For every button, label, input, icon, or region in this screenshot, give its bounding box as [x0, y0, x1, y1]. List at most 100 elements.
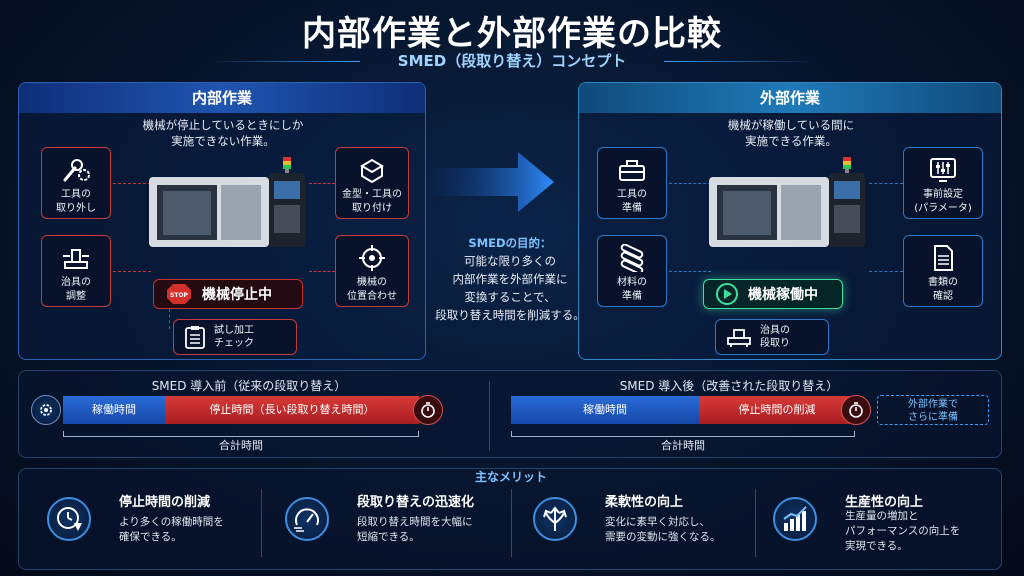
machine-running-label: 機械稼働中 [748, 287, 818, 303]
merit-2-circle [285, 497, 329, 541]
after-total-bracket [511, 431, 855, 437]
stopwatch-icon [421, 402, 435, 418]
check-docs-line1: 書類の [928, 277, 958, 288]
merit-divider [511, 489, 512, 557]
cnc-machine-image [709, 157, 865, 247]
internal-heading: 内部作業 [19, 83, 425, 113]
stopwatch-icon [849, 402, 863, 418]
connector [169, 309, 170, 329]
adjust-jig-line2: 調整 [66, 291, 86, 302]
toolbox-icon [619, 160, 645, 181]
speedometer-icon [294, 508, 319, 532]
wrench-gear-icon [63, 159, 90, 182]
connector [113, 271, 151, 272]
internal-desc-line1: 機械が停止しているときにしか [142, 118, 304, 132]
connector [869, 183, 903, 184]
merit-1-circle [47, 497, 91, 541]
connector [113, 183, 151, 184]
merit-4-desc-line2: パフォーマンスの向上を [845, 525, 961, 537]
adjust-jig-box: 治具の 調整 [41, 235, 111, 307]
machine-stopped-status: STOP 機械停止中 [153, 279, 303, 309]
merit-1-desc-line1: より多くの稼働時間を [119, 516, 224, 528]
prepare-material-line2: 準備 [622, 291, 642, 302]
connector [869, 271, 903, 272]
internal-desc-line2: 実施できない作業。 [171, 134, 275, 148]
play-icon [716, 283, 738, 305]
merit-2-desc-line1: 段取り替え時間を大幅に [357, 516, 473, 528]
subtitle-divider-left [210, 61, 360, 62]
machine-stopped-label: 機械停止中 [202, 287, 272, 303]
adjust-jig-line1: 治具の [61, 277, 91, 288]
external-prep-box: 外部作業で さらに準備 [877, 395, 989, 425]
after-label: SMED 導入後（改善された段取り替え） [619, 379, 839, 393]
prepare-material-box: 材料の 準備 [597, 235, 667, 307]
before-label: SMED 導入前（従来の段取り替え） [151, 379, 347, 393]
jig-icon [63, 249, 89, 269]
before-stopwatch-circle [413, 395, 443, 425]
prepare-tool-line1: 工具の [617, 189, 647, 200]
jig-setup-line2: 段取り [760, 338, 790, 349]
prepare-tool-line2: 準備 [622, 203, 642, 214]
merit-4-desc: 生産量の増加と パフォーマンスの向上を 実現できる。 [845, 509, 960, 554]
preset-params-box: 事前設定 (パラメータ) [903, 147, 983, 219]
merit-1-desc-line2: 確保できる。 [119, 531, 182, 543]
target-icon [359, 245, 385, 271]
merit-divider [261, 489, 262, 557]
external-desc-line2: 実施できる作業。 [745, 134, 837, 148]
stop-sign-icon: STOP [167, 284, 191, 304]
machine-running-status: 機械稼働中 [703, 279, 843, 309]
merit-2-desc: 段取り替え時間を大幅に 短縮できる。 [357, 515, 473, 545]
convert-arrow-icon [432, 152, 554, 212]
jig-setup-line1: 治具の [760, 325, 790, 336]
clipboard-icon [185, 326, 205, 349]
check-docs-line2: 確認 [933, 291, 953, 302]
align-machine-box: 機械の 位置合わせ [335, 235, 409, 307]
install-die-box: 金型・工具の 取り付け [335, 147, 409, 219]
preset-params-line2: (パラメータ) [914, 203, 972, 214]
merit-divider [755, 489, 756, 557]
after-stopwatch-circle [841, 395, 871, 425]
merit-3-circle [533, 497, 577, 541]
page-title: 内部作業と外部作業の比較 [302, 14, 722, 54]
merit-4-desc-line3: 実現できる。 [845, 540, 908, 552]
cnc-machine-image [149, 157, 305, 247]
merit-3-desc-line1: 変化に素早く対応し、 [605, 516, 710, 528]
die-tool-icon [360, 158, 384, 184]
merits-section: 主なメリット 停止時間の削減 より多くの稼働時間を 確保できる。 段取り替えの迅… [18, 468, 1002, 570]
merits-heading: 主なメリット [474, 470, 547, 484]
before-total-label: 合計時間 [219, 439, 263, 452]
merit-4-desc-line1: 生産量の増加と [845, 510, 919, 522]
internal-work-panel: 内部作業 機械が停止しているときにしか 実施できない作業。 工具の 取り外し 治… [18, 82, 426, 360]
merit-3-title: 柔軟性の向上 [605, 495, 684, 510]
prepare-tool-box: 工具の 準備 [597, 147, 667, 219]
merit-4-title: 生産性の向上 [845, 495, 924, 510]
remove-tool-line2: 取り外し [56, 203, 96, 214]
settings-monitor-icon [930, 158, 956, 182]
purpose-line1: 可能な限り多くの [464, 254, 556, 268]
before-total-bracket [63, 431, 419, 437]
connector [669, 271, 711, 272]
external-prep-line2: さらに準備 [908, 412, 958, 423]
purpose-heading: SMEDの目的： [468, 236, 552, 250]
before-gear-circle [31, 395, 61, 425]
subtitle-divider-right [664, 61, 814, 62]
after-run-bar: 稼働時間 [511, 396, 699, 424]
purpose-line4: 段取り替え時間を削減する。 [435, 308, 585, 322]
check-docs-box: 書類の 確認 [903, 235, 983, 307]
external-prep-line1: 外部作業で [908, 399, 958, 410]
merit-3-desc: 変化に素早く対応し、 需要の変動に強くなる。 [605, 515, 721, 545]
document-icon [934, 245, 953, 271]
merit-1-title: 停止時間の削減 [119, 495, 211, 510]
smed-purpose: SMEDの目的： 可能な限り多くの 内部作業を外部作業に 変換することで、 段取… [424, 234, 596, 324]
timeline-section: SMED 導入前（従来の段取り替え） 稼働時間 停止時間（長い段取り替え時間） … [18, 370, 1002, 458]
trial-check-line1: 試し加工 [214, 325, 254, 336]
remove-tool-box: 工具の 取り外し [41, 147, 111, 219]
timeline-divider [489, 381, 490, 451]
connector [309, 183, 335, 184]
after-stop-bar: 停止時間の削減 [699, 396, 855, 424]
merit-3-desc-line2: 需要の変動に強くなる。 [605, 531, 721, 543]
install-die-line1: 金型・工具の [342, 189, 402, 200]
merit-4-circle [773, 497, 817, 541]
jig-setup-box: 治具の 段取り [715, 319, 829, 355]
internal-desc: 機械が停止しているときにしか 実施できない作業。 [19, 117, 427, 149]
